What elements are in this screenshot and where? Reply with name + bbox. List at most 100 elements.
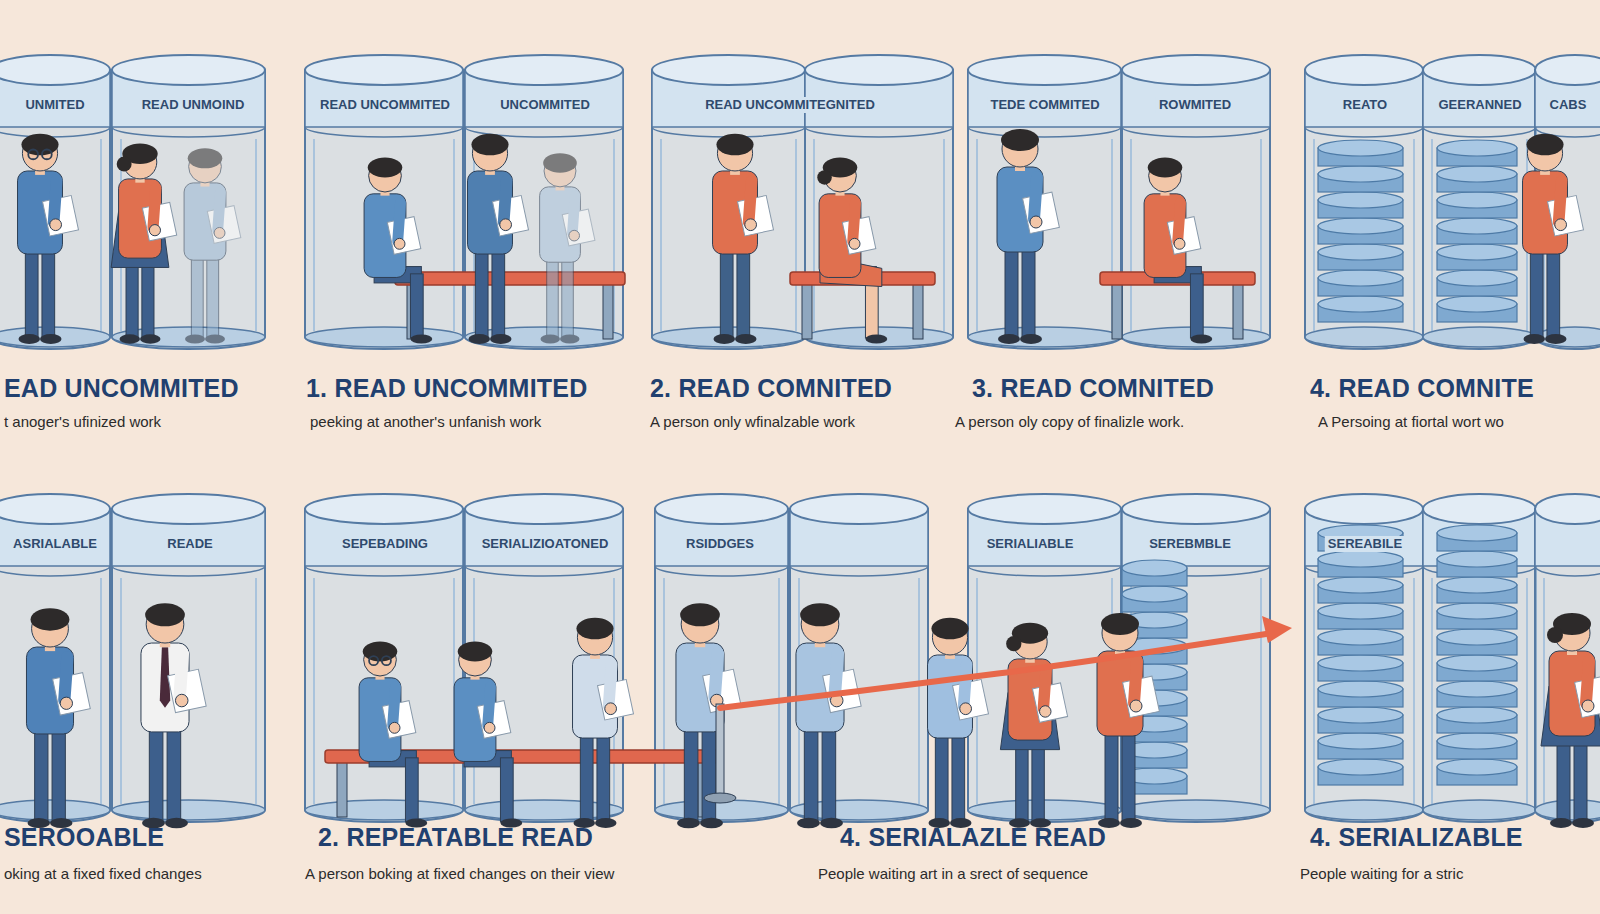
bench-leg xyxy=(603,284,613,339)
disc-top xyxy=(1318,551,1403,567)
booth-sign: ROWMITED xyxy=(1156,97,1234,113)
disc-top xyxy=(1437,270,1517,286)
disc-top xyxy=(1437,733,1517,749)
booth xyxy=(0,55,110,349)
shin xyxy=(405,758,418,822)
leg xyxy=(207,256,219,340)
person xyxy=(573,618,634,828)
person xyxy=(18,134,79,344)
bench-leg xyxy=(337,762,347,817)
booth-glass xyxy=(943,139,945,331)
torso xyxy=(454,678,496,762)
person xyxy=(676,603,741,828)
disc-top xyxy=(1318,655,1403,671)
person xyxy=(364,157,432,343)
disc-top xyxy=(1437,603,1517,619)
booth-top xyxy=(1122,494,1270,524)
booth-body xyxy=(1122,509,1270,822)
booth-sign: READE xyxy=(164,536,216,552)
hair xyxy=(188,148,223,168)
shoe xyxy=(865,334,887,343)
booth-base xyxy=(1122,800,1270,820)
torso xyxy=(468,171,513,254)
booth-glass xyxy=(255,139,257,331)
torso xyxy=(713,171,758,254)
disc-top xyxy=(1318,296,1403,312)
hand xyxy=(50,219,62,231)
booth-glass xyxy=(1543,578,1545,804)
ponytail xyxy=(1547,627,1563,643)
arm xyxy=(54,181,57,222)
bench-seat xyxy=(395,272,625,285)
hair xyxy=(931,618,968,640)
disc-top xyxy=(1437,296,1517,312)
booth-body xyxy=(968,70,1121,349)
booth-sign: READ UNCOMMITEGNITED xyxy=(702,97,878,113)
disc-top xyxy=(1318,681,1403,697)
booth-top xyxy=(1423,55,1536,85)
hair xyxy=(145,603,185,626)
booth xyxy=(1423,494,1536,822)
booth-sign: ASRIALABLE xyxy=(10,536,100,552)
person xyxy=(713,134,774,344)
booth xyxy=(0,494,110,822)
arm xyxy=(218,192,221,230)
shoe xyxy=(714,334,736,344)
hair xyxy=(716,134,753,156)
disc-stack xyxy=(1318,140,1403,322)
shoe xyxy=(541,335,561,344)
booth-base xyxy=(805,327,953,347)
hand xyxy=(1030,216,1042,228)
panel-subtitle: A person boking at fixed changes on thei… xyxy=(305,865,614,882)
booth-top xyxy=(1535,55,1600,85)
person xyxy=(796,603,861,828)
booth-base xyxy=(465,327,623,347)
booth-sign: GEERANNED xyxy=(1435,97,1524,113)
disc-top xyxy=(1318,733,1403,749)
torso xyxy=(540,187,581,262)
disc-top xyxy=(1437,551,1517,567)
torso xyxy=(573,655,618,738)
queue-rope xyxy=(720,634,1266,708)
shin xyxy=(500,758,513,822)
booth-sign: RSIDDGES xyxy=(683,536,757,552)
torso xyxy=(1097,651,1143,736)
panel-subtitle: People waiting art in a srect of sequenc… xyxy=(818,865,1088,882)
disc-top xyxy=(1318,759,1403,775)
panel-caption: 3. READ COMNITED xyxy=(972,374,1214,403)
booth-top xyxy=(790,494,928,524)
booth-band-edge xyxy=(0,566,110,576)
booth-body xyxy=(790,509,928,822)
booth-top xyxy=(305,494,463,524)
booth-glass xyxy=(918,578,920,804)
hair xyxy=(471,134,508,156)
leg xyxy=(822,727,836,823)
booth-body xyxy=(0,70,110,349)
disc-top xyxy=(1437,655,1517,671)
booth-top xyxy=(1423,494,1536,524)
hair xyxy=(1001,129,1039,151)
booth-top xyxy=(1305,55,1423,85)
shin xyxy=(1190,274,1203,338)
booth-band-edge xyxy=(805,127,953,137)
torso xyxy=(364,194,406,278)
booth-glass xyxy=(1431,139,1433,331)
booth xyxy=(1535,494,1600,822)
booth-glass xyxy=(313,578,315,804)
booth-band-edge xyxy=(1305,127,1423,137)
arm xyxy=(488,687,491,725)
leg xyxy=(191,256,203,340)
disc-top xyxy=(1318,218,1403,234)
rope-post xyxy=(716,704,724,796)
disc-top xyxy=(1437,166,1517,182)
shin xyxy=(410,274,423,338)
booth-sign: SEPEBADING xyxy=(339,536,431,552)
arm xyxy=(180,654,183,698)
panel-caption: 2. REPEATABLE READ xyxy=(318,823,593,852)
booth-sign: SEREABILE xyxy=(1325,536,1405,552)
person xyxy=(184,148,241,343)
panel-caption: 4. SERIALIZABLE xyxy=(1310,823,1523,852)
disc-top xyxy=(1437,244,1517,260)
